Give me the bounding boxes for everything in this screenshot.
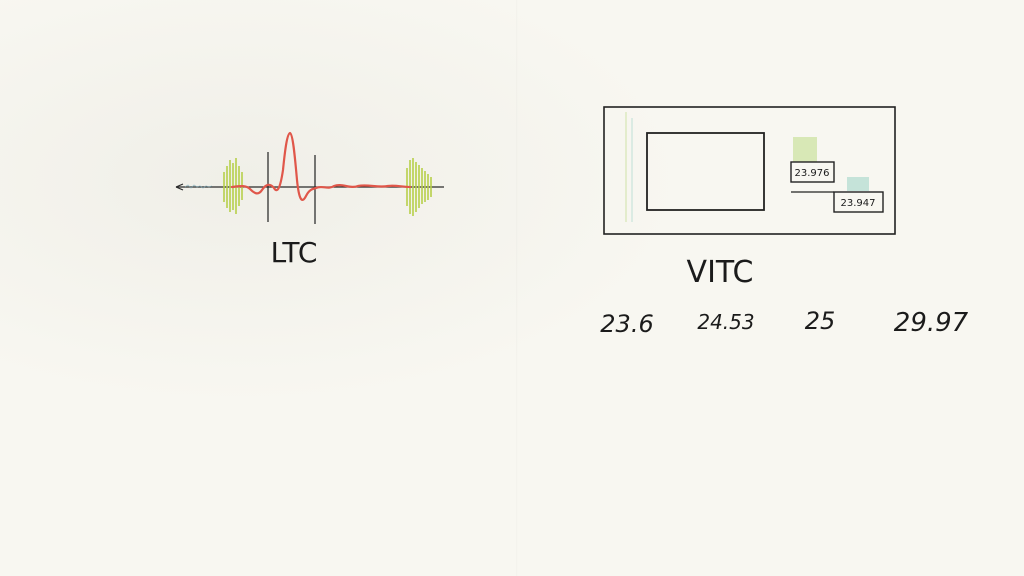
vitc-timecode-bottom: 23.947 xyxy=(841,198,876,209)
vitc-video-frame xyxy=(603,106,896,235)
vitc-timecode-box-bottom xyxy=(833,191,884,213)
vitc-accent-teal xyxy=(847,177,869,191)
frame-rate-2: 24.53 xyxy=(697,310,754,334)
frame-rate-row: 23.6 24.53 25 29.97 xyxy=(600,307,968,338)
vitc-picture-area xyxy=(646,132,765,211)
ltc-waveform xyxy=(230,131,412,201)
vitc-accent-green xyxy=(793,137,817,162)
frame-rate-3: 25 xyxy=(805,307,836,335)
ltc-diagram: LTC xyxy=(175,131,444,269)
frame-rate-4: 29.97 xyxy=(894,308,969,338)
ltc-label: LTC xyxy=(271,236,318,269)
ltc-axis-noise xyxy=(184,184,213,189)
vitc-timecode-box-top xyxy=(790,161,835,183)
ltc-axis-arrowhead xyxy=(175,183,184,191)
vitc-timecode-top: 23.976 xyxy=(795,168,830,179)
vitc-label: VITC xyxy=(687,255,754,290)
page-fold xyxy=(516,0,518,576)
vitc-diagram: 23.976 23.947 VITC xyxy=(603,106,896,290)
frame-rate-1: 23.6 xyxy=(600,310,653,338)
